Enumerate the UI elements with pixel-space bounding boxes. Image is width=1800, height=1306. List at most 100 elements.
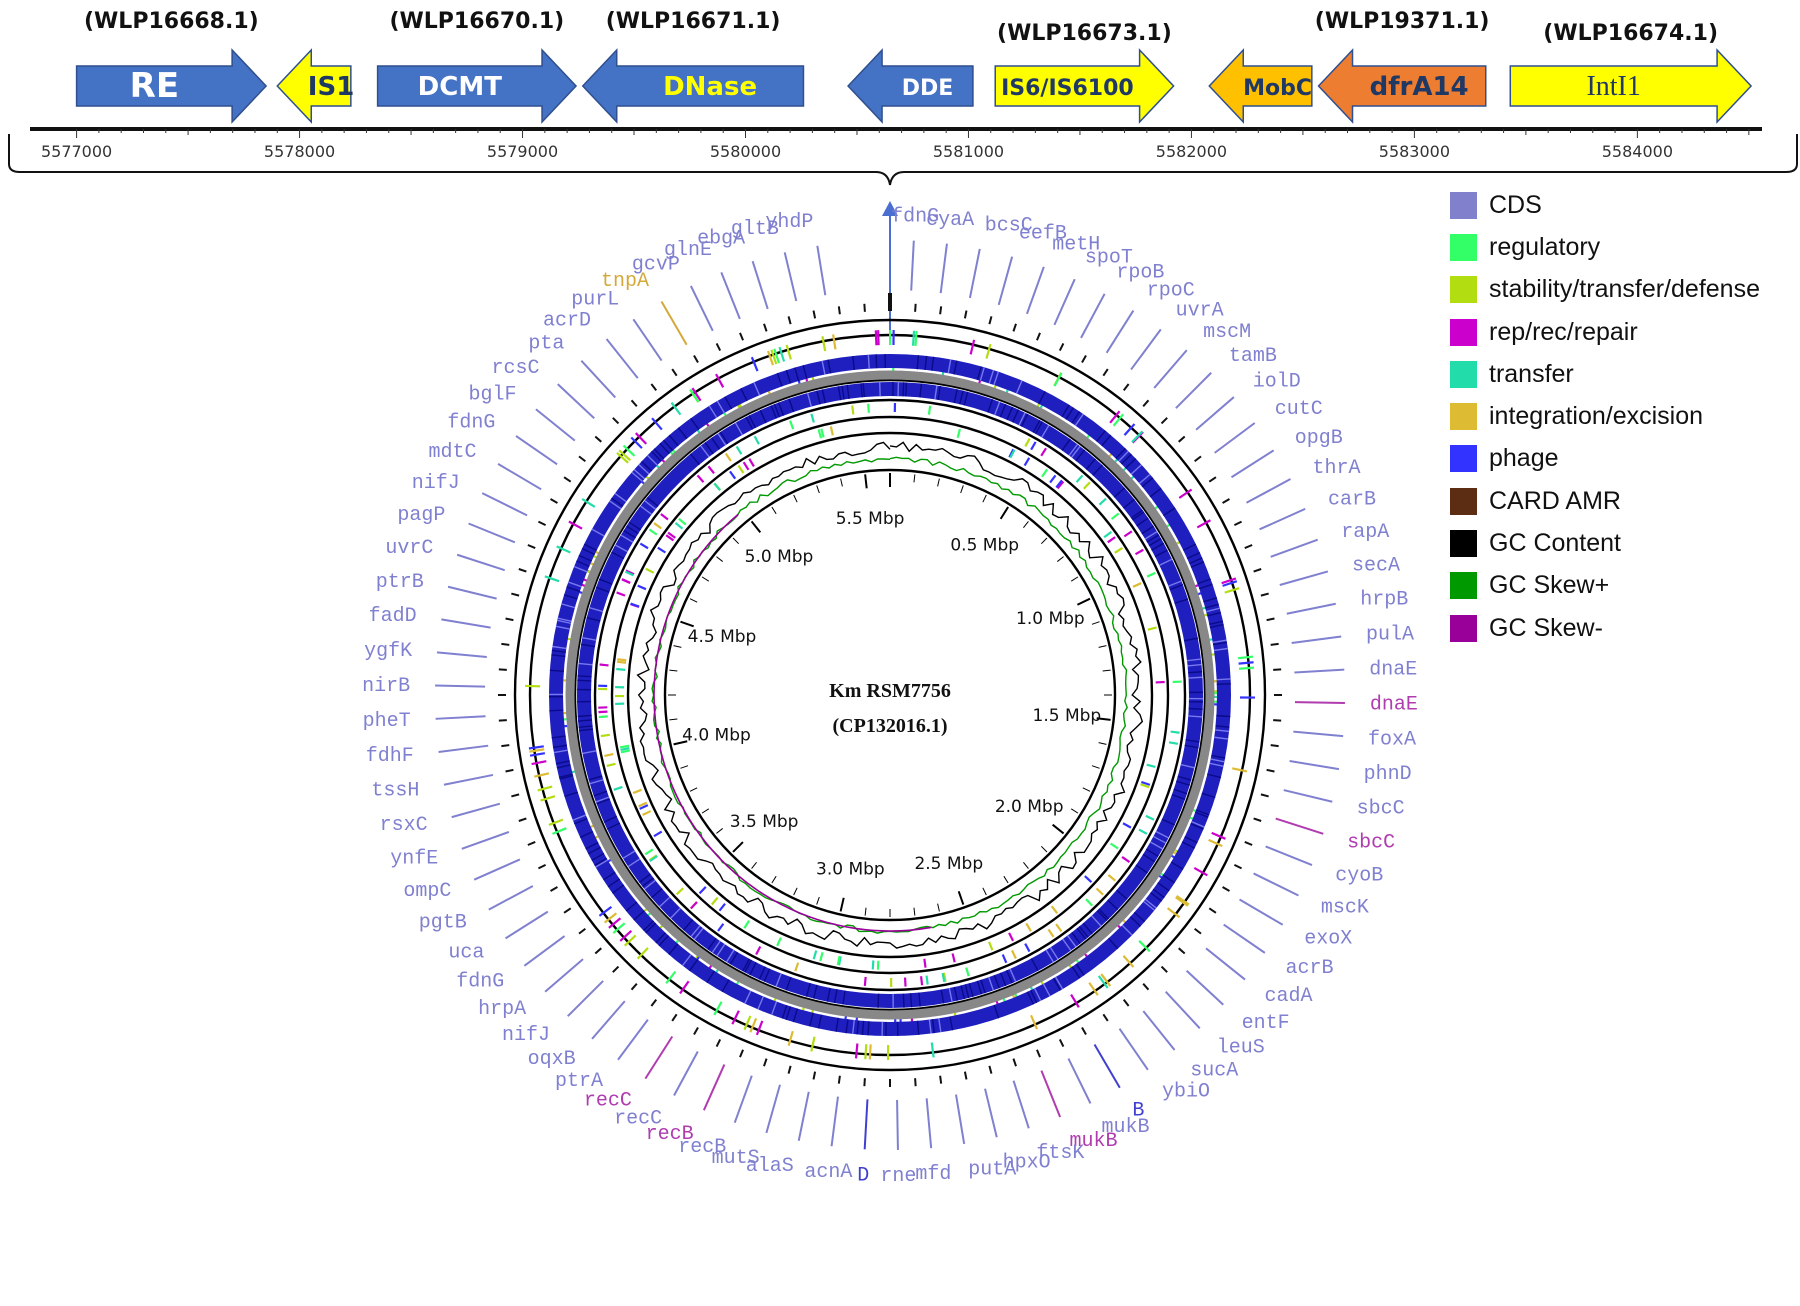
gene-leader-line xyxy=(618,1020,648,1060)
genome-tick xyxy=(501,644,509,645)
genome-tick xyxy=(740,1050,743,1057)
feature-mark xyxy=(752,357,758,371)
gene-leader-line xyxy=(1068,1059,1090,1104)
gene-label: DNase xyxy=(663,72,757,102)
genome-tick xyxy=(694,1028,698,1035)
genome-tick xyxy=(613,967,619,973)
feature-mark xyxy=(1025,944,1029,952)
gene-leader-line xyxy=(799,1092,809,1141)
feature-mark xyxy=(953,954,955,963)
feature-mark xyxy=(1012,950,1016,958)
gene-label: carB xyxy=(1328,489,1376,512)
gene-label: IntI1 xyxy=(1586,71,1640,102)
feature-mark xyxy=(599,712,608,713)
gene-leader-line xyxy=(999,257,1012,305)
feature-mark xyxy=(1122,857,1129,862)
cds-mark xyxy=(903,382,904,396)
feature-mark xyxy=(661,514,668,520)
gene-label: opgB xyxy=(1295,427,1343,450)
feature-mark xyxy=(865,1044,866,1059)
scale-tick xyxy=(959,891,964,904)
legend-item-gc-skew-minus: GC Skew- xyxy=(1450,607,1795,649)
genome-tick xyxy=(1273,669,1281,670)
genome-tick xyxy=(519,569,527,572)
genome-tick xyxy=(1103,369,1107,376)
gene-label: tamB xyxy=(1229,345,1277,368)
gene-leader-line xyxy=(435,686,485,687)
cds-mark xyxy=(906,382,907,396)
genome-tick xyxy=(1013,324,1016,332)
gene-label: nirB xyxy=(362,675,410,698)
gene-leader-line xyxy=(1246,479,1290,503)
legend-label: transfer xyxy=(1489,360,1574,389)
gene-label: uvrC xyxy=(385,537,433,560)
gene-leader-line xyxy=(1095,1045,1120,1088)
feature-mark xyxy=(1136,550,1144,554)
ruler-tick-label: 5581000 xyxy=(933,142,1004,161)
legend-item-gc-content: GC Content xyxy=(1450,522,1795,564)
gene-label: acnA xyxy=(804,1161,852,1184)
gene-label: ynfE xyxy=(390,847,438,870)
legend-swatch xyxy=(1450,488,1477,515)
gene-leader-line xyxy=(1054,279,1074,325)
genome-tick xyxy=(717,1039,721,1046)
feature-mark xyxy=(604,754,613,756)
feature-mark xyxy=(601,735,610,736)
feature-mark xyxy=(831,426,833,435)
scale-tick xyxy=(1004,876,1008,883)
feature-mark xyxy=(1086,899,1092,905)
gene-label: nifJ xyxy=(412,472,460,495)
gene-leader-line xyxy=(1292,637,1342,643)
cds-mark xyxy=(549,710,563,711)
feature-mark xyxy=(1099,499,1106,505)
genome-tick xyxy=(501,745,509,746)
gene-leader-line xyxy=(674,1051,698,1095)
scale-tick xyxy=(1001,507,1008,519)
genome-tick xyxy=(1195,456,1201,461)
scale-tick xyxy=(1071,809,1078,813)
gene-leader-line xyxy=(1276,819,1324,834)
feature-mark xyxy=(1112,513,1119,519)
gene-leader-line xyxy=(1143,1011,1174,1050)
ruler-tick-label: 5582000 xyxy=(1156,142,1227,161)
gene-label: dnaE xyxy=(1369,658,1417,681)
feature-mark xyxy=(607,764,616,766)
feature-mark xyxy=(1232,768,1247,771)
gene-label: ygfK xyxy=(364,640,412,663)
gene-leader-line xyxy=(1187,971,1224,1005)
feature-mark xyxy=(790,421,793,429)
genome-tick xyxy=(499,720,507,721)
gene-label: ptrB xyxy=(376,571,424,594)
gene-label: putA xyxy=(968,1159,1016,1182)
gene-label: leuS xyxy=(1217,1037,1265,1060)
genome-tick xyxy=(864,1078,865,1086)
genome-tick xyxy=(1209,477,1216,481)
genome-tick xyxy=(1103,1014,1107,1021)
scale-tick xyxy=(841,479,843,487)
feature-mark xyxy=(738,466,743,474)
gene-leader-line xyxy=(704,1065,724,1111)
gene-label: pulA xyxy=(1366,623,1414,646)
gene-label: IS6/IS6100 xyxy=(1001,76,1134,101)
scale-tick xyxy=(1023,862,1028,868)
scale-tick xyxy=(674,646,682,648)
scale-tick xyxy=(1071,577,1078,581)
genome-tick xyxy=(672,1014,676,1021)
gene-leader-line xyxy=(592,1001,625,1039)
scale-label: 1.0 Mbp xyxy=(1016,609,1085,629)
genome-tick xyxy=(1082,356,1086,363)
gene-leader-line xyxy=(516,436,557,464)
gene-label: cyaA xyxy=(926,209,974,232)
feature-mark xyxy=(658,548,666,553)
scale-tick xyxy=(1099,743,1107,745)
cds-mark xyxy=(868,1021,869,1035)
gene-leader-line xyxy=(436,716,486,719)
gene-label: mdtC xyxy=(429,441,477,464)
gene-label: mfd xyxy=(915,1163,951,1186)
gene-leader-line xyxy=(462,832,509,849)
genome-tick xyxy=(551,499,558,503)
gene-leader-line xyxy=(469,524,515,543)
scale-tick xyxy=(1092,622,1100,625)
gene-leader-line xyxy=(1224,925,1265,953)
